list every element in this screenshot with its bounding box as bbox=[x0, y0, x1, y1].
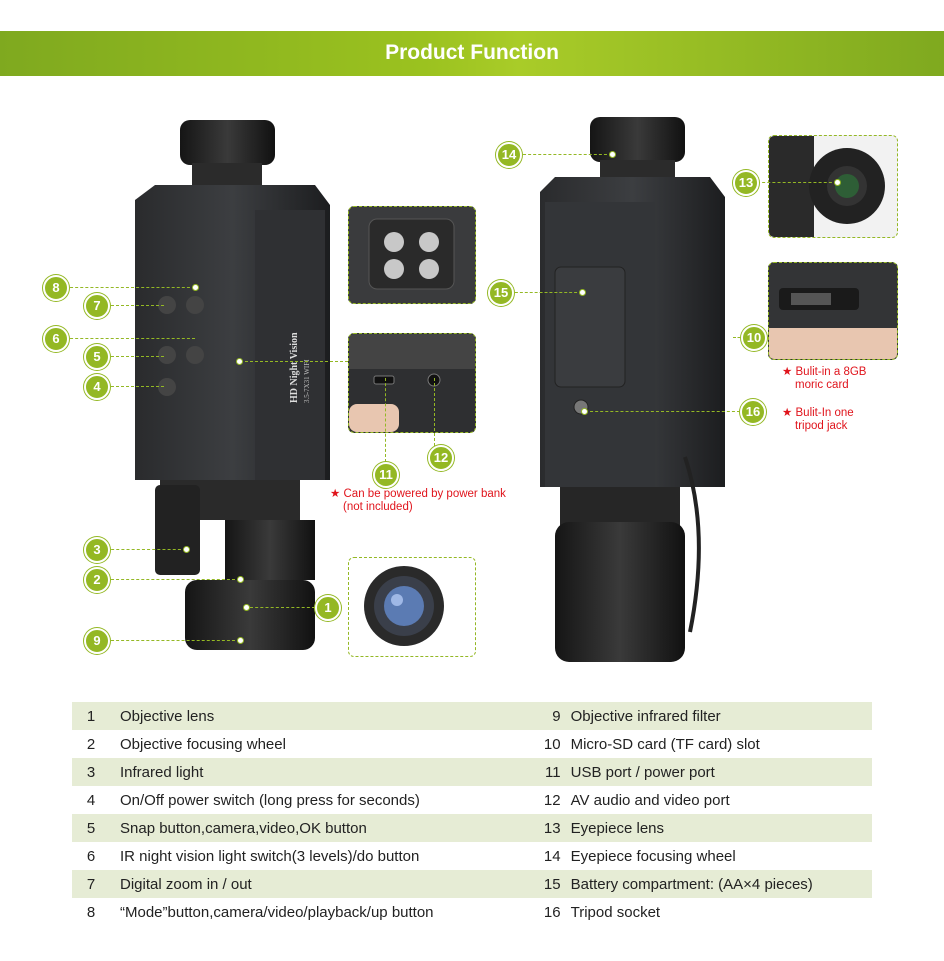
callout-5: 5 bbox=[84, 344, 110, 370]
note-power-bank: ★ Can be powered by power bank (not incl… bbox=[330, 488, 506, 514]
callout-11: 11 bbox=[373, 462, 399, 488]
table-row: 3 Infrared light 11 USB port / power por… bbox=[72, 758, 872, 786]
note-tripod-line1: ★ Bulit-In one bbox=[782, 407, 854, 419]
device-back-illustration bbox=[540, 117, 725, 662]
callout-8: 8 bbox=[43, 275, 69, 301]
table-row: 8 “Mode”button,camera/video/playback/up … bbox=[86, 903, 661, 921]
callout-3: 3 bbox=[84, 537, 110, 563]
inset-eyepiece-lens bbox=[768, 135, 898, 238]
function-table: 1 Objective lens 9 Objective infrared fi… bbox=[72, 702, 872, 926]
callout-15: 15 bbox=[488, 280, 514, 306]
note-sd-line2: moric card bbox=[795, 379, 849, 391]
inset-usb-av-ports bbox=[348, 333, 476, 433]
callout-14: 14 bbox=[496, 142, 522, 168]
callout-6: 6 bbox=[43, 326, 69, 352]
inset-objective-lens bbox=[348, 557, 476, 657]
banner-title: Product Function bbox=[385, 41, 559, 64]
table-row: 2 Objective focusing wheel 10 Micro-SD c… bbox=[86, 735, 760, 753]
table-row: 4 On/Off power switch (long press for se… bbox=[86, 791, 730, 809]
note-power-bank-line1: ★ Can be powered by power bank bbox=[330, 488, 506, 500]
callout-4: 4 bbox=[84, 374, 110, 400]
table-row: 7 Digital zoom in / out 15 Battery compa… bbox=[72, 870, 872, 898]
title-banner: Product Function bbox=[0, 31, 944, 76]
table-row: 1 Objective lens 9 Objective infrared fi… bbox=[72, 702, 872, 730]
inset-battery-compartment bbox=[348, 206, 476, 304]
callout-16: 16 bbox=[740, 399, 766, 425]
table-row: 5 Snap button,camera,video,OK button 13 … bbox=[72, 814, 872, 842]
callout-10: 10 bbox=[741, 325, 767, 351]
callout-7: 7 bbox=[84, 293, 110, 319]
callout-2: 2 bbox=[84, 567, 110, 593]
inset-sd-card-slot bbox=[768, 262, 898, 360]
brand-line1: HD Night Vision bbox=[289, 332, 300, 403]
callout-12: 12 bbox=[428, 445, 454, 471]
note-tripod-line2: tripod jack bbox=[795, 420, 848, 432]
device-front-illustration bbox=[135, 120, 330, 650]
note-power-bank-line2: (not included) bbox=[343, 501, 413, 513]
table-row: 6 IR night vision light switch(3 levels)… bbox=[86, 847, 736, 865]
callout-13: 13 bbox=[733, 170, 759, 196]
note-sd-line1: ★ Bulit-in a 8GB bbox=[782, 366, 867, 378]
callout-1: 1 bbox=[315, 595, 341, 621]
note-tripod: ★ Bulit-In one tripod jack bbox=[782, 407, 854, 433]
note-sd-card: ★ Bulit-in a 8GB moric card bbox=[782, 366, 866, 392]
brand-text-rotated: HD Night Vision 3.5-7X31 WIFI bbox=[289, 332, 311, 403]
callout-9: 9 bbox=[84, 628, 110, 654]
brand-line2: 3.5-7X31 WIFI bbox=[303, 359, 311, 403]
